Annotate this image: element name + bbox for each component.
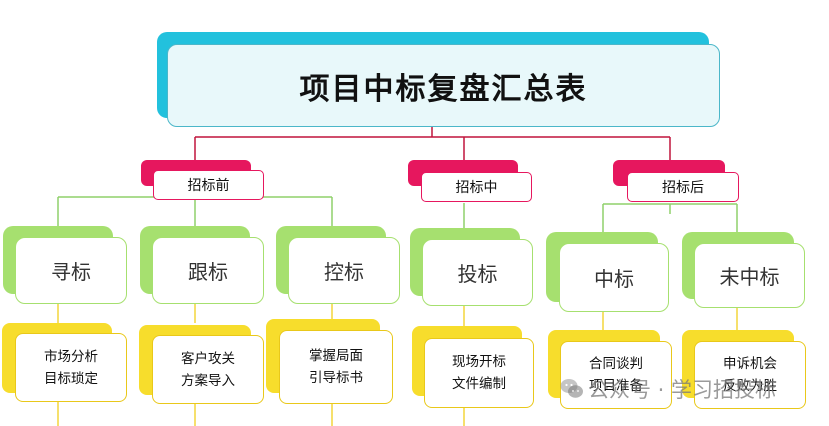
task-card-genbiao: 客户攻关 方案导入 — [152, 335, 264, 404]
stage-kongbiao: 控标 — [288, 237, 400, 304]
task-line: 市场分析 — [44, 348, 98, 365]
task-line: 引导标书 — [309, 370, 363, 386]
task-line: 申诉机会 — [723, 356, 777, 372]
phase-post-bidding: 招标后 — [627, 172, 739, 202]
stage-zhongbiao: 中标 — [559, 243, 669, 312]
task-line: 项目准备 — [589, 378, 643, 394]
phase-during-bidding: 招标中 — [421, 172, 532, 202]
page-title: 项目中标复盘汇总表 — [167, 44, 720, 127]
task-line: 目标琐定 — [44, 370, 98, 387]
task-line: 客户攻关 — [181, 350, 235, 367]
task-line: 方案导入 — [181, 372, 235, 389]
stage-xunbiao: 寻标 — [15, 237, 127, 304]
task-card-zhongbiao: 合同谈判 项目准备 — [560, 341, 672, 409]
task-card-weizhongbiao: 申诉机会 反败为胜 — [694, 341, 806, 409]
watermark: 公众号 · 学习招投标 — [560, 373, 822, 405]
task-line: 文件编制 — [452, 376, 506, 392]
stage-genbiao: 跟标 — [152, 237, 264, 304]
phase-pre-bidding: 招标前 — [153, 170, 264, 200]
task-line: 掌握局面 — [309, 348, 363, 364]
task-line: 反败为胜 — [723, 378, 777, 394]
task-line: 合同谈判 — [589, 356, 643, 372]
task-line: 现场开标 — [452, 354, 506, 370]
watermark-text: 公众号 · 学习招投标 — [588, 378, 777, 402]
task-card-kongbiao: 掌握局面 引导标书 — [279, 330, 393, 404]
stage-weizhongbiao: 未中标 — [694, 243, 805, 308]
task-card-xunbiao: 市场分析 目标琐定 — [15, 333, 127, 402]
task-card-toubiao: 现场开标 文件编制 — [424, 338, 534, 408]
stage-toubiao: 投标 — [422, 239, 533, 306]
wechat-icon — [560, 378, 583, 400]
